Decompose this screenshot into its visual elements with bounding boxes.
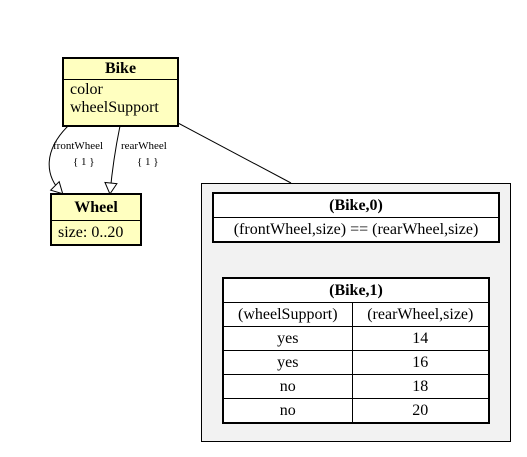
cell-rearwheel-size: 20: [351, 398, 490, 423]
front-wheel-edge: [48, 125, 69, 195]
constraint-connector: [177, 122, 292, 184]
cell-wheelsupport: no: [223, 398, 353, 423]
cell-wheelsupport: yes: [223, 350, 353, 375]
constraint-bike1-table: (Bike,1) (wheelSupport) (rearWheel,size)…: [222, 277, 490, 424]
table-row: no 20: [223, 398, 490, 423]
bike-class-name: Bike: [64, 59, 177, 80]
constraint-panel: (Bike,0) (frontWheel,size) == (rearWheel…: [201, 183, 511, 442]
constraint-bike0-expression: (frontWheel,size) == (rearWheel,size): [213, 217, 499, 242]
cell-wheelsupport: no: [223, 374, 353, 399]
rear-wheel-edge: [104, 125, 121, 196]
cell-rearwheel-size: 16: [351, 350, 490, 375]
cell-rearwheel-size: 14: [351, 326, 490, 351]
rear-wheel-role-label: rearWheel: [121, 140, 167, 152]
wheel-class[interactable]: Wheel size: 0..20: [50, 193, 142, 246]
table-row: yes 14: [223, 326, 490, 351]
constraint-bike1-title: (Bike,1): [223, 278, 489, 303]
front-wheel-role-label: frontWheel: [53, 140, 104, 152]
bike-attr-color: color: [70, 81, 103, 98]
wheel-class-name: Wheel: [52, 195, 140, 221]
table-row: yes 16: [223, 350, 490, 375]
wheel-attr-size: size: 0..20: [58, 224, 124, 241]
bike-class[interactable]: Bike color wheelSupport: [62, 57, 179, 127]
constraint-bike0-table: (Bike,0) (frontWheel,size) == (rearWheel…: [212, 192, 500, 243]
table-row: no 18: [223, 374, 490, 399]
front-wheel-multiplicity: { 1 }: [73, 156, 95, 168]
column-header: (wheelSupport): [223, 302, 353, 327]
cell-rearwheel-size: 18: [351, 374, 490, 399]
column-header: (rearWheel,size): [351, 302, 490, 327]
rear-wheel-multiplicity: { 1 }: [137, 156, 159, 168]
cell-wheelsupport: yes: [223, 326, 353, 351]
bike-attr-wheelsupport: wheelSupport: [70, 99, 159, 116]
constraint-bike0-title: (Bike,0): [213, 193, 499, 218]
